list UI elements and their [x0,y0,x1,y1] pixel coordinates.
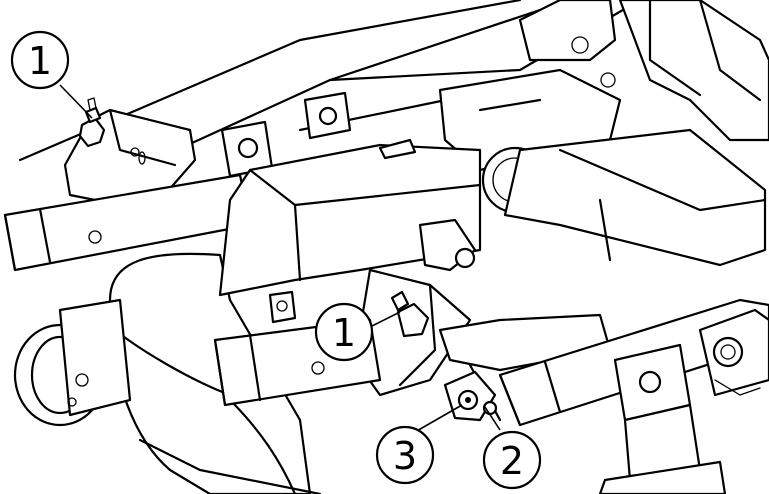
callout-1-top-left-label: 1 [28,39,52,83]
right-front-roller [698,308,769,397]
callout-3-label: 3 [393,434,417,478]
right-frame-assembly [438,0,769,267]
callout-1-center-label: 1 [332,311,356,355]
leader-line-2 [484,406,501,431]
grease-fitting-center [390,290,430,338]
pivot-plate-center [303,91,352,140]
leader-line-1-center [371,311,401,327]
callout-3: 3 [375,425,435,485]
callout-2: 2 [482,430,542,490]
leader-line-3 [414,404,463,433]
callout-1-center: 1 [314,302,374,362]
center-housing [218,138,482,297]
grease-fitting-top-left [78,97,106,148]
callout-2-label: 2 [500,439,524,483]
callout-1-top-left: 1 [10,30,70,90]
caster-wheel-front-left [13,298,132,427]
leader-line-1-top [59,84,93,119]
